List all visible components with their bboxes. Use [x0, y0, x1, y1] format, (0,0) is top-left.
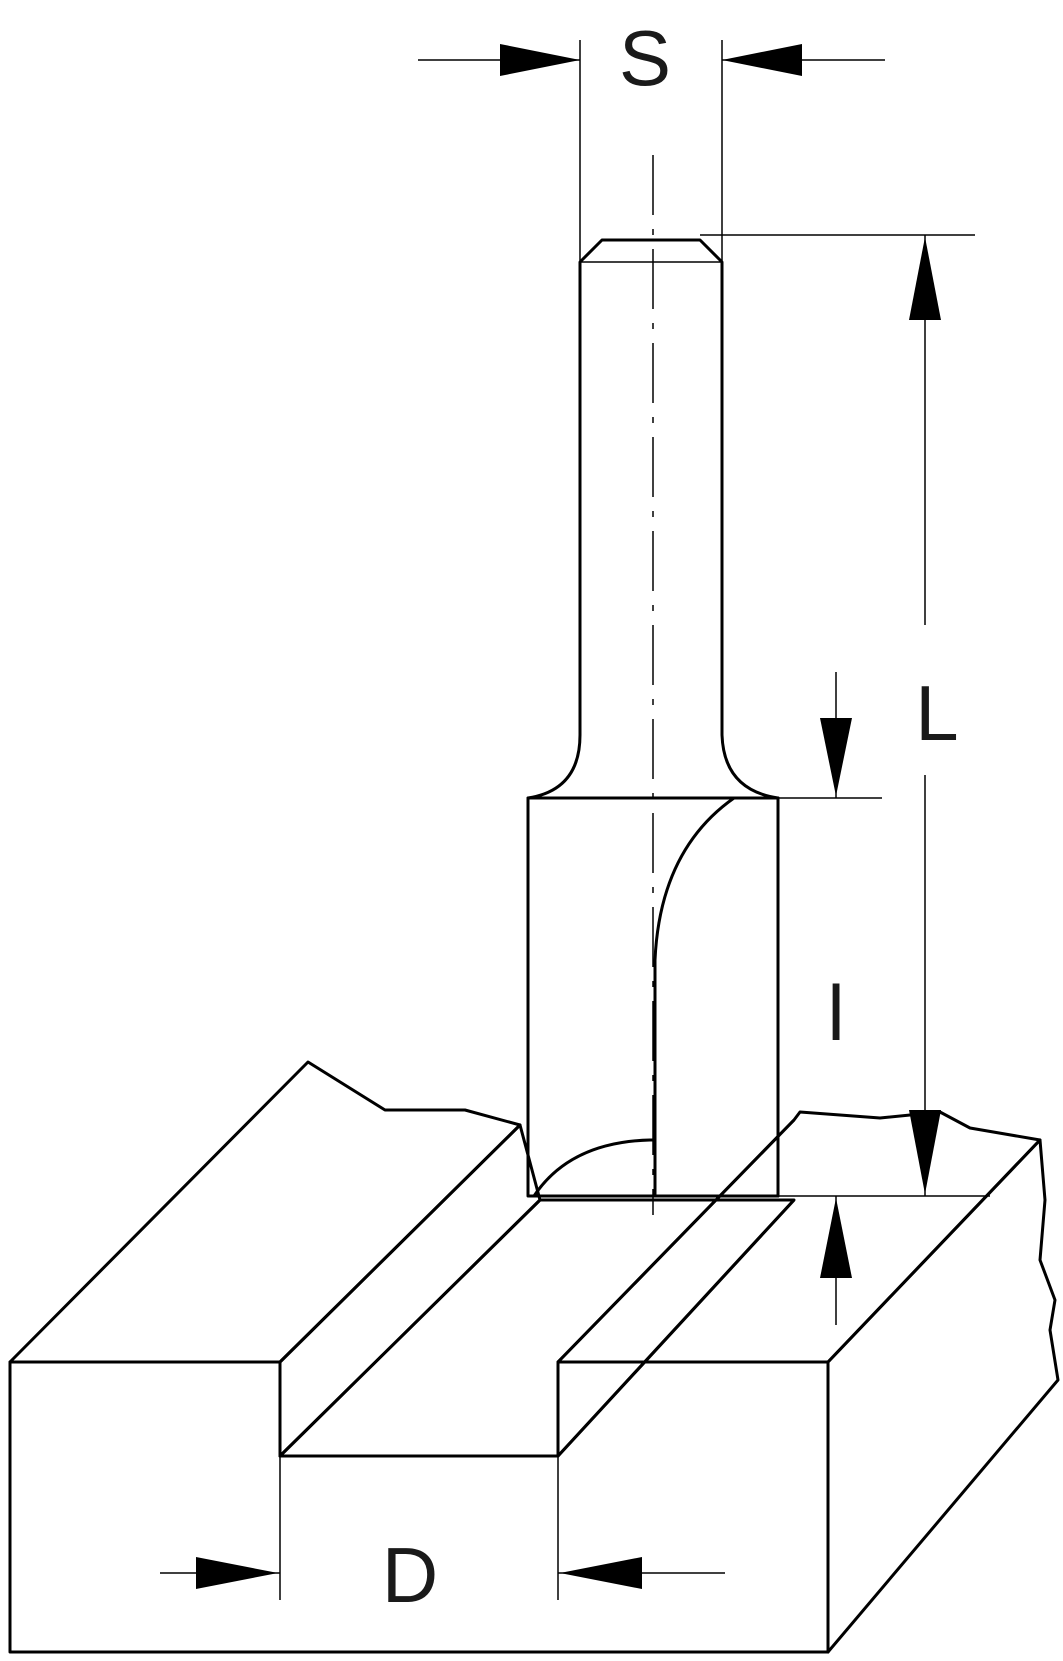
dimension-l: L	[700, 234, 990, 1197]
workpiece-right-side	[826, 1138, 1060, 1654]
router-bit	[526, 155, 780, 1215]
workpiece	[8, 1060, 1060, 1654]
groove-right-top-edge	[556, 1118, 796, 1364]
dim-label-d: D	[382, 1531, 438, 1619]
workpiece-groove-left-wall	[278, 1123, 542, 1458]
groove-right-edge	[556, 1198, 796, 1458]
dimension-s: S	[418, 14, 885, 262]
dim-d-arrow-right	[560, 1557, 642, 1589]
dim-label-l: L	[915, 669, 958, 757]
dim-d-arrow-left	[196, 1557, 278, 1589]
dim-l-arrow-bottom	[909, 1110, 941, 1194]
dim-label-s: S	[619, 14, 671, 102]
dim-s-arrow-right	[722, 44, 802, 76]
dimension-d: D	[160, 1456, 725, 1619]
dim-s-arrow-left	[500, 44, 580, 76]
workpiece-left-top	[8, 1060, 522, 1364]
dim-label-cutting-length: l	[827, 969, 844, 1057]
dim-l-arrow-top	[909, 237, 941, 320]
dim-l-small-arrow-top	[820, 718, 852, 796]
bit-lower-edge	[532, 1138, 655, 1197]
bit-flute	[653, 796, 780, 1198]
dim-l-small-arrow-bottom	[820, 1198, 852, 1278]
workpiece-groove-floor	[278, 1198, 796, 1458]
dimension-cutting-length: l	[778, 672, 882, 1325]
workpiece-right-top	[556, 1110, 1042, 1364]
